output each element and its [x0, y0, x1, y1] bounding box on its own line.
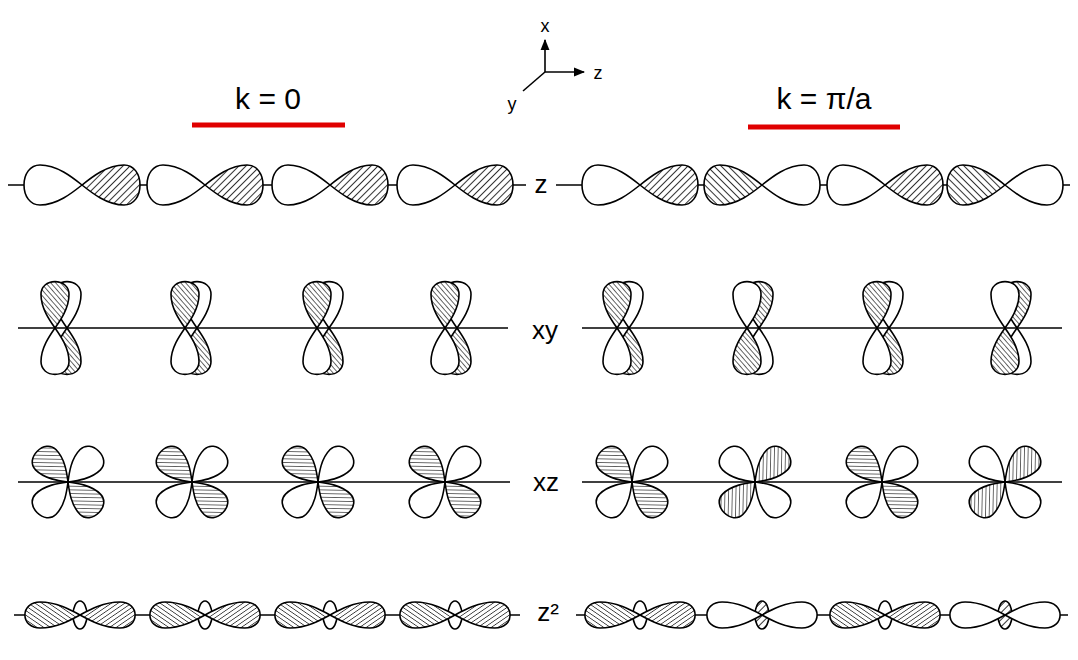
pz-orbital	[827, 165, 943, 205]
dxz-orbital-row	[27, 441, 1046, 523]
axis-arrow	[545, 71, 584, 73]
axis-line	[523, 72, 545, 91]
orbital-label: xz	[533, 469, 559, 495]
dxy-orbital	[603, 282, 643, 375]
axis-arrow	[544, 40, 546, 72]
dxy-orbital	[41, 282, 81, 375]
dxy-orbital	[733, 282, 773, 375]
orbital-label: xy	[532, 317, 558, 343]
dxy-orbital-row	[41, 282, 1031, 375]
dxy-orbital	[171, 282, 211, 375]
pz-orbital	[397, 165, 513, 205]
heading-underline	[192, 123, 345, 128]
dz2-orbital	[150, 601, 260, 629]
dxz-orbital	[714, 441, 796, 523]
pz-orbital	[704, 165, 820, 205]
chain-line	[18, 327, 508, 328]
wavevector-heading: k = π/a	[777, 84, 872, 114]
dz2-orbital	[950, 601, 1060, 629]
pz-orbital	[582, 165, 698, 205]
pz-orbital	[147, 165, 263, 205]
dxz-orbital	[841, 441, 923, 523]
dxy-orbital	[303, 282, 343, 375]
orbital-label: z	[535, 171, 548, 197]
dxy-orbital	[431, 282, 471, 375]
axis-triad	[523, 40, 584, 91]
axis-label: z	[594, 64, 603, 82]
dz2-orbital	[585, 601, 695, 629]
dxz-orbital	[277, 441, 359, 523]
dxy-orbital	[991, 282, 1031, 375]
dxz-orbital	[27, 441, 109, 523]
wavevector-heading: k = 0	[235, 84, 301, 114]
chain-axis	[8, 185, 1070, 615]
orbital-label: z²	[537, 599, 559, 625]
pz-orbital	[24, 165, 140, 205]
chain-line	[582, 481, 1062, 482]
chain-line	[18, 481, 510, 482]
dz2-orbital	[275, 601, 385, 629]
pz-orbital-row	[24, 165, 1063, 205]
dxz-orbital	[151, 441, 233, 523]
dz2-orbital	[400, 601, 510, 629]
dz2-orbital	[707, 601, 817, 629]
pz-orbital	[272, 165, 388, 205]
dz2-orbital	[830, 601, 940, 629]
axis-label: y	[508, 95, 517, 113]
axis-label: x	[541, 17, 550, 35]
dz2-orbital	[25, 601, 135, 629]
chain-line	[582, 327, 1062, 328]
dxz-orbital	[404, 441, 486, 523]
pz-orbital	[947, 165, 1063, 205]
heading-underline	[748, 125, 900, 130]
dxy-orbital	[863, 282, 903, 375]
dxz-orbital	[591, 441, 673, 523]
dxz-orbital	[964, 441, 1046, 523]
